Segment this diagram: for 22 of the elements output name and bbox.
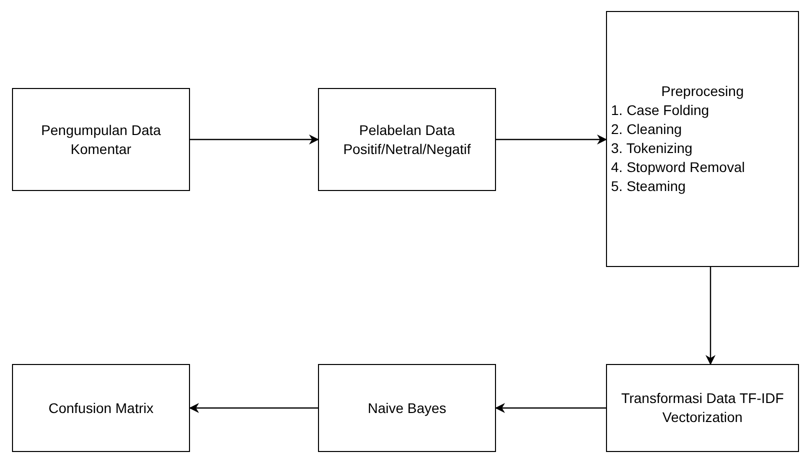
process-box [606, 364, 799, 452]
list-item: 1. Case Folding [611, 101, 710, 120]
arrow [496, 134, 607, 144]
process-box [12, 364, 190, 452]
process-box [318, 364, 496, 452]
process-box [12, 88, 190, 191]
list-item: 5. Steaming [611, 177, 686, 196]
box-text: Naive Bayes [368, 398, 446, 418]
arrow [495, 403, 606, 413]
process-box [606, 11, 799, 267]
list-item: 3. Tokenizing [611, 139, 692, 158]
box-title: Preprocesing [661, 82, 744, 101]
list-item: 2. Cleaning [611, 120, 682, 139]
box-text: Transformasi Data TF-IDF Vectorization [620, 389, 785, 427]
arrow [189, 403, 318, 413]
box-text: Confusion Matrix [48, 398, 154, 418]
list-item: 4. Stopword Removal [611, 158, 745, 177]
process-box [318, 88, 496, 191]
arrow [190, 134, 319, 144]
box-text: Pengumpulan Data Komentar [40, 120, 162, 158]
arrow [706, 267, 716, 365]
box-text: Pelabelan Data Positif/Netral/Negatif [342, 120, 472, 158]
